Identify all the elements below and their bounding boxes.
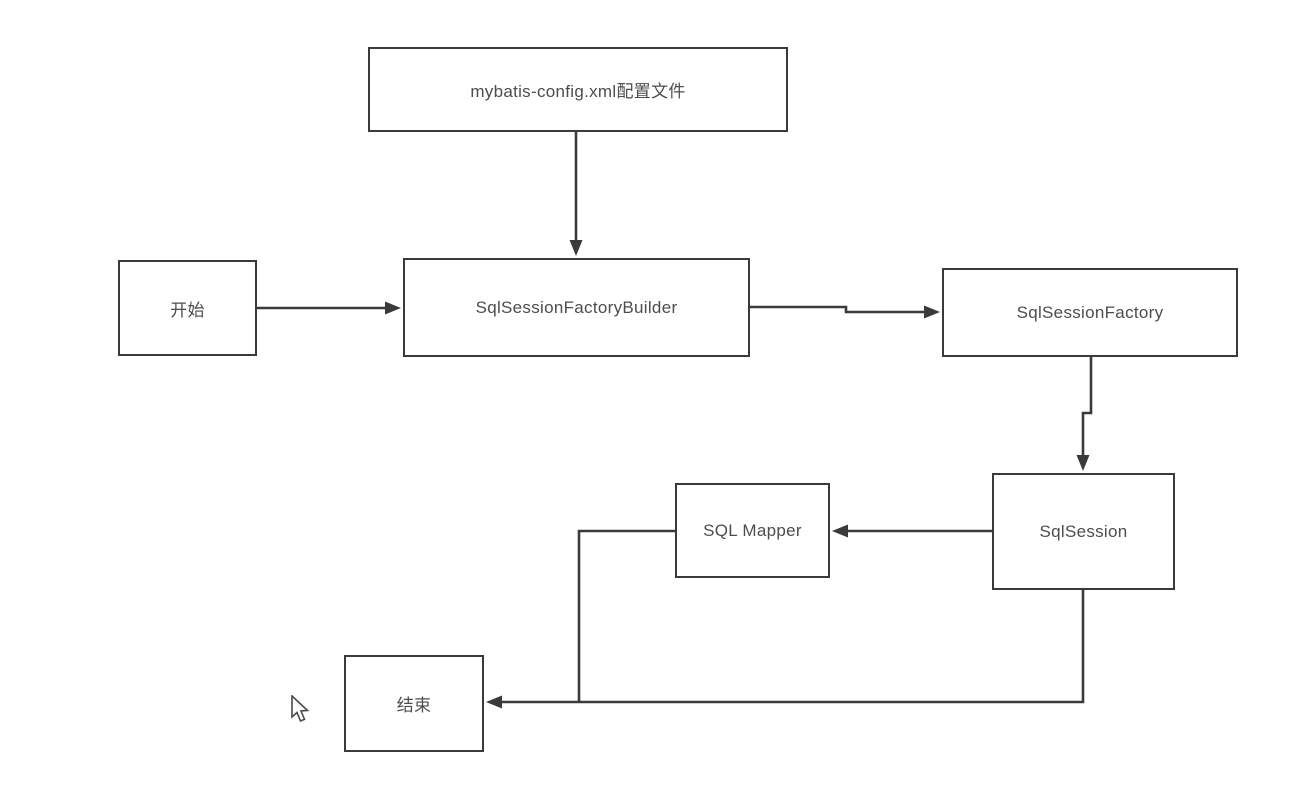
edge-builder-to-factory — [750, 305, 924, 314]
arrowhead-start-to-builder — [385, 301, 401, 315]
node-sqlsessionfactorybuilder: SqlSessionFactoryBuilder — [403, 258, 750, 357]
edge-mapper-to-end-join — [577, 529, 675, 702]
node-end: 结束 — [344, 655, 484, 752]
node-sqlsession-label: SqlSession — [1039, 521, 1128, 541]
node-config: mybatis-config.xml配置文件 — [368, 47, 788, 132]
node-sql-mapper: SQL Mapper — [675, 483, 830, 578]
edge-session-to-end — [502, 590, 1085, 704]
arrowhead-session-to-end — [486, 695, 502, 709]
mouse-cursor-icon — [291, 695, 310, 723]
arrowhead-builder-to-factory — [924, 305, 940, 319]
node-sqlsessionfactory: SqlSessionFactory — [942, 268, 1238, 357]
node-sqlsessionfactorybuilder-label: SqlSessionFactoryBuilder — [475, 297, 678, 317]
arrowhead-config-to-builder — [569, 240, 583, 256]
node-sql-mapper-label: SQL Mapper — [703, 520, 802, 540]
edge-factory-to-session — [1081, 357, 1093, 455]
arrowhead-factory-to-session — [1076, 455, 1090, 471]
node-start: 开始 — [118, 260, 257, 356]
node-sqlsession: SqlSession — [992, 473, 1175, 590]
node-config-label: mybatis-config.xml配置文件 — [470, 82, 686, 101]
node-end-label: 结束 — [396, 696, 432, 715]
node-start-label: 开始 — [170, 300, 205, 320]
arrowhead-session-to-mapper — [832, 524, 848, 538]
node-sqlsessionfactory-label: SqlSessionFactory — [1016, 302, 1164, 322]
